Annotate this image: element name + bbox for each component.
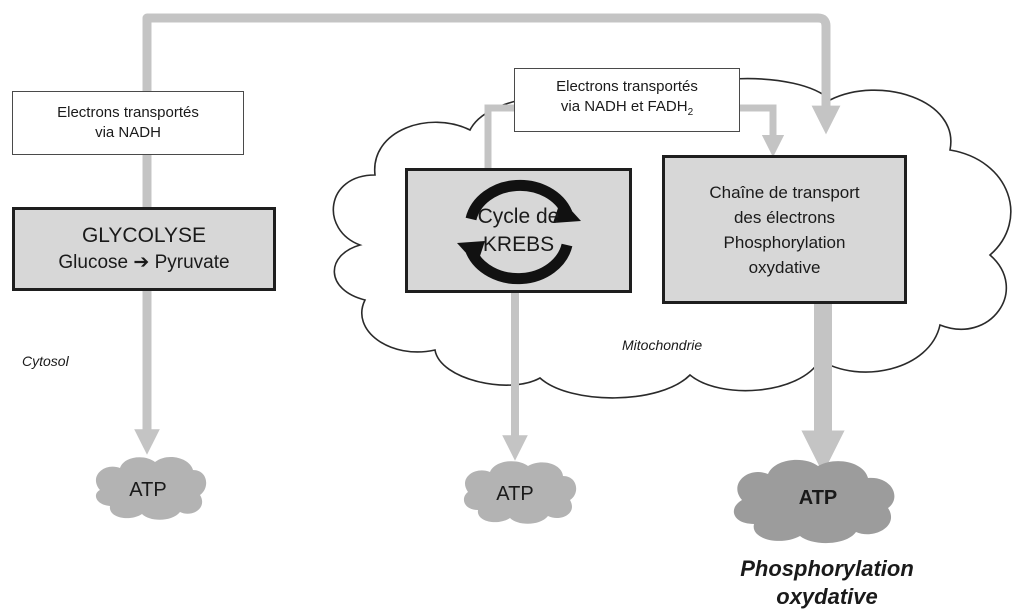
electrons-nadh-line1: Electrons transportés [57, 104, 199, 121]
atp-cloud-right [733, 459, 895, 544]
glycolyse-reaction: Glucose ➔ Pyruvate [58, 250, 229, 276]
electrons-nadh-fadh2-line2: via NADH et FADH2 [561, 97, 693, 123]
electron-transport-chain-box: Chaîne de transport des électrons Phosph… [662, 155, 907, 304]
krebs-label-line2: KREBS [482, 232, 555, 256]
fadh-subscript: 2 [687, 107, 694, 118]
cycle-icon [457, 179, 581, 285]
pyruvate-label: Pyruvate [154, 252, 230, 273]
arrow-cytosol-electrons [142, 13, 841, 445]
krebs-label-line1: Cycle de [477, 204, 560, 228]
krebs-box: Cycle de KREBS [405, 168, 632, 293]
footer-line-1: Phosphorylation [740, 556, 914, 581]
glucose-label: Glucose [58, 252, 129, 273]
electrons-nadh-line2: via NADH [95, 124, 161, 141]
electrons-nadh-box: Electrons transportés via NADH [12, 91, 244, 155]
fadh-text: via NADH et FADH [560, 98, 688, 115]
arrow-mito-electrons [484, 104, 785, 170]
electrons-nadh-fadh2-line1: Electrons transportés [556, 78, 698, 95]
glycolyse-title: GLYCOLYSE [81, 224, 207, 247]
atp-label-middle: ATP [496, 483, 533, 505]
atp-cloud-middle [463, 461, 577, 524]
atp-label-right: ATP [799, 487, 838, 509]
atp-cloud-left [95, 456, 207, 520]
region-mitochondria-label: Mitochondrie [622, 337, 702, 353]
chain-line3: Phosphorylation [723, 232, 846, 252]
atp-label-left: ATP [129, 479, 166, 501]
footer-line-2: oxydative [776, 584, 878, 609]
chain-line2: des électrons [733, 207, 836, 227]
region-cytosol-label: Cytosol [22, 353, 70, 369]
reaction-arrow-icon: ➔ [133, 252, 150, 273]
chain-line4: oxydative [748, 257, 821, 277]
electrons-nadh-fadh2-box: Electrons transportés via NADH et FADH2 [514, 68, 740, 132]
chain-line1: Chaîne de transport [709, 182, 860, 202]
glycolyse-box: GLYCOLYSE Glucose ➔ Pyruvate [12, 207, 276, 291]
